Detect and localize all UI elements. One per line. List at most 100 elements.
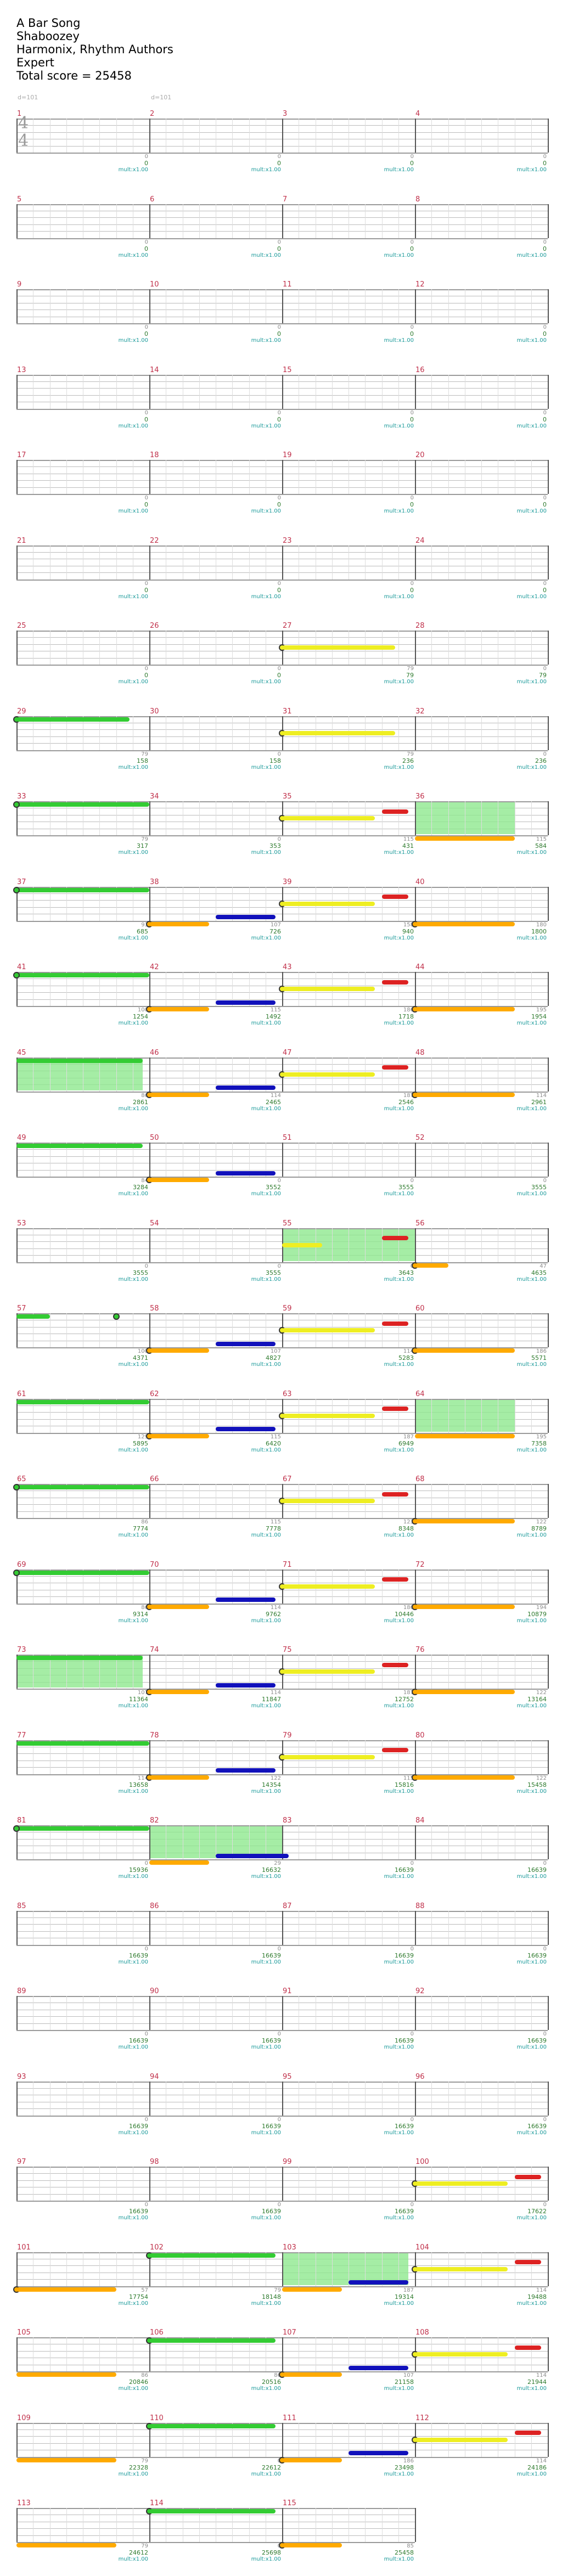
note-gem-green	[13, 801, 20, 808]
measure-note-score: 114	[536, 1092, 547, 1099]
bar-line	[16, 716, 18, 750]
beat-line	[116, 2422, 117, 2457]
measure-number: 6	[150, 195, 155, 204]
note-sustain-orange	[415, 1604, 515, 1609]
beat-line	[199, 1398, 200, 1433]
bar-line	[16, 1228, 18, 1262]
bar-line	[16, 1484, 18, 1518]
staff-end-line	[548, 1569, 549, 1604]
measure-number: 42	[150, 963, 159, 971]
measure-number: 23	[283, 536, 292, 545]
measure-cumulative-score: 0	[543, 415, 547, 423]
note-sustain-red	[381, 809, 408, 814]
beat-line	[331, 2337, 333, 2371]
measure-cumulative-score: 2546	[398, 1098, 414, 1106]
beat-line	[481, 1057, 482, 1092]
bar-line	[16, 2167, 18, 2201]
beat-line	[116, 1228, 117, 1262]
beat-line	[66, 972, 67, 1006]
measure-multiplier: mult:x1.00	[516, 1788, 547, 1795]
bar-line	[149, 2081, 150, 2116]
measure-cumulative-score: 16639	[395, 2208, 414, 2215]
bar-line	[16, 1057, 18, 1092]
beat-line	[99, 2422, 100, 2457]
measure-note-score: 129	[137, 1433, 148, 1440]
beat-line	[531, 2422, 532, 2457]
measure-note-score: 0	[410, 495, 414, 501]
beat-line	[199, 545, 200, 580]
measure-note-score: 195	[536, 1433, 547, 1440]
staff-line	[16, 1774, 548, 1775]
measure-note-score: 114	[403, 1348, 414, 1354]
measure-cumulative-score: 7774	[133, 1525, 148, 1532]
measure-note-score: 0	[543, 2031, 547, 2037]
measure-cumulative-score: 0	[543, 160, 547, 167]
measure-cumulative-score: 0	[277, 330, 281, 338]
staff-line	[16, 1689, 548, 1690]
measure-note-score: 0	[543, 1178, 547, 1184]
beat-line	[199, 1484, 200, 1518]
measure-cumulative-score: 19488	[527, 2293, 547, 2301]
measure-cumulative-score: 16639	[262, 2037, 281, 2044]
measure-number: 47	[283, 1048, 292, 1057]
measure-note-score: 123	[403, 1519, 414, 1525]
measure-cumulative-score: 584	[535, 842, 547, 850]
measure-number: 38	[150, 878, 159, 886]
measure-cumulative-score: 24612	[129, 2549, 148, 2556]
tempo-mark: d=101	[18, 94, 38, 101]
beat-line	[431, 545, 432, 580]
measure-multiplier: mult:x1.00	[251, 935, 281, 941]
beat-line	[66, 2337, 67, 2371]
beat-line	[531, 2252, 532, 2286]
beat-line	[331, 545, 333, 580]
measure-multiplier: mult:x1.00	[516, 1874, 547, 1880]
beat-line	[99, 289, 100, 323]
measure-note-score: 0	[543, 239, 547, 245]
beat-line	[232, 886, 233, 921]
beat-line	[116, 2337, 117, 2371]
beat-line	[481, 289, 482, 323]
beat-line	[448, 1655, 449, 1689]
beat-line	[66, 289, 67, 323]
measure-number: 28	[415, 622, 425, 630]
note-gem-green	[13, 1825, 20, 1832]
measure-multiplier: mult:x1.00	[384, 2300, 414, 2307]
beat-line	[66, 1569, 67, 1604]
measure-cumulative-score: 726	[269, 927, 281, 935]
bar-line	[149, 1996, 150, 2030]
measure-cumulative-score: 236	[402, 757, 414, 764]
beat-line	[99, 2337, 100, 2371]
bar-line	[149, 1484, 150, 1518]
measure-note-score: 115	[403, 1775, 414, 1781]
note-sustain-red	[381, 1662, 408, 1667]
measure-multiplier: mult:x1.00	[118, 1703, 148, 1709]
note-gem-green	[13, 886, 20, 893]
beat-line	[116, 460, 117, 494]
beat-line	[398, 1057, 399, 1092]
measure-cumulative-score: 317	[137, 842, 148, 850]
measure-cumulative-score: 16639	[395, 2037, 414, 2044]
note-sustain-orange	[415, 1348, 515, 1353]
measure-number: 46	[150, 1048, 159, 1057]
staff-end-line	[548, 2337, 549, 2371]
beat-line	[116, 886, 117, 921]
measure-cumulative-score: 11364	[129, 1696, 148, 1703]
measure-cumulative-score: 0	[410, 245, 414, 252]
beat-line	[331, 119, 333, 153]
measure-cumulative-score: 12752	[395, 1696, 414, 1703]
beat-line	[381, 1398, 383, 1433]
measure-number: 26	[150, 622, 159, 630]
note-sustain-yellow	[415, 2266, 508, 2271]
beat-line	[481, 886, 482, 921]
note-sustain-orange	[16, 2287, 116, 2292]
measure-note-score: 114	[270, 1092, 281, 1099]
beat-line	[431, 1569, 432, 1604]
staff-line	[16, 1603, 548, 1605]
note-sustain-orange	[149, 1433, 209, 1438]
beat-line	[66, 1143, 67, 1177]
measure-multiplier: mult:x1.00	[516, 2129, 547, 2136]
measure-cumulative-score: 8789	[531, 1525, 547, 1532]
bar-line	[16, 1825, 18, 1859]
